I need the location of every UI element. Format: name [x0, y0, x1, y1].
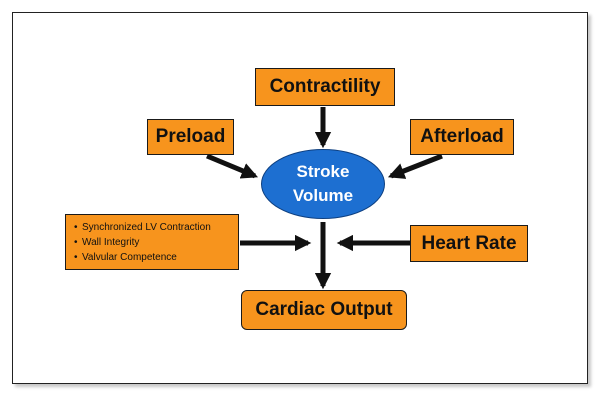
stroke-volume-ellipse: Stroke Volume — [261, 149, 385, 219]
contraction-factors-box: Synchronized LV Contraction Wall Integri… — [65, 214, 239, 270]
factor-item: Wall Integrity — [74, 235, 238, 250]
stroke-volume-line1: Stroke — [296, 162, 350, 181]
afterload-label: Afterload — [420, 126, 504, 147]
contractility-label: Contractility — [269, 76, 381, 97]
factor-item: Synchronized LV Contraction — [74, 220, 238, 235]
arrow-preload-to-stroke-volume — [206, 153, 259, 179]
contractility-box: Contractility — [255, 68, 395, 106]
cardiac-output-box: Cardiac Output — [241, 290, 407, 330]
contraction-factors-list: Synchronized LV Contraction Wall Integri… — [74, 220, 238, 265]
afterload-box: Afterload — [410, 119, 514, 155]
preload-box: Preload — [147, 119, 234, 155]
stroke-volume-line2: Volume — [292, 186, 354, 205]
heart-rate-box: Heart Rate — [410, 225, 528, 262]
preload-label: Preload — [155, 126, 226, 147]
factor-item: Valvular Competence — [74, 250, 238, 265]
heart-rate-label: Heart Rate — [421, 232, 517, 254]
arrow-afterload-to-stroke-volume — [387, 153, 443, 179]
cardiac-output-label: Cardiac Output — [255, 299, 393, 320]
